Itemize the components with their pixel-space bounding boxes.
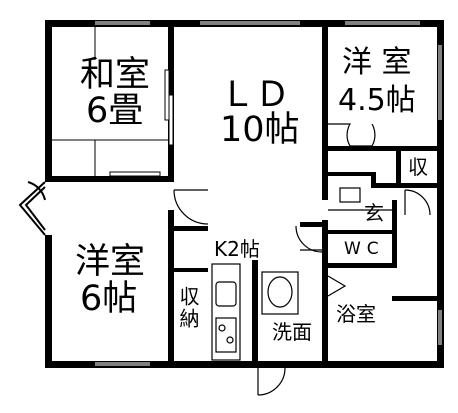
washroom-label: 洗面 — [272, 320, 312, 344]
wall-genkan-mid — [371, 172, 376, 188]
wall-shuu-bottom — [371, 183, 444, 188]
kitchen-counter — [211, 263, 241, 361]
washitsu-size: 6畳 — [86, 91, 144, 131]
tatami-lines — [52, 27, 168, 176]
wall-washitsu-south — [45, 176, 174, 182]
youshitsu-north-name: 洋 室 — [342, 45, 412, 80]
wall-wash-east — [322, 220, 328, 368]
wc-label: WC — [344, 239, 385, 259]
wall-wc-top — [328, 230, 395, 234]
wall-shuu-box — [396, 151, 401, 187]
kitchen-fixtures — [211, 263, 241, 361]
bathroom-label: 浴室 — [336, 302, 376, 326]
window-frames — [95, 22, 441, 365]
wall-genkan-top — [328, 172, 373, 176]
kitchen-sink — [215, 281, 237, 307]
wall-kitchen-east — [252, 260, 258, 368]
shuu-storage-label: 収 — [408, 155, 428, 179]
wall-kitchen-north — [168, 226, 208, 231]
bay-window — [18, 181, 46, 236]
genkan-step — [328, 187, 392, 211]
wall-west-room-east — [168, 210, 174, 368]
ld-size: 10帖 — [220, 110, 300, 150]
wall-wc-east — [392, 200, 397, 266]
wall-lower-right-stub — [392, 296, 444, 301]
washitsu-name: 和室 — [80, 55, 151, 95]
wall-east-lower — [437, 190, 444, 368]
youshitsu-west-name: 洋室 — [75, 242, 146, 282]
wall-closet-divider — [168, 268, 208, 272]
genkan-label: 玄 — [364, 201, 384, 225]
wall-west-upper — [45, 20, 52, 180]
wall-west-lower — [45, 235, 52, 368]
door-swings — [173, 123, 431, 396]
wall-wc-bottom — [328, 263, 397, 268]
wall-kitchen-ld-stub — [300, 222, 328, 227]
youshitsu-north-size: 4.5帖 — [338, 83, 416, 118]
wall-yousitsu-south — [322, 146, 444, 151]
kitchen-stove — [215, 317, 237, 353]
sliding-doors — [109, 69, 174, 177]
wall-ld-east — [322, 20, 328, 200]
washroom-basin — [261, 271, 299, 315]
youshitsu-west-size: 6帖 — [80, 279, 138, 319]
kitchen-label: K2帖 — [214, 237, 260, 261]
shuunou-closet-label: 収納 — [176, 286, 200, 330]
ld-name: ＬＤ — [220, 75, 291, 115]
wall-south — [45, 361, 444, 368]
